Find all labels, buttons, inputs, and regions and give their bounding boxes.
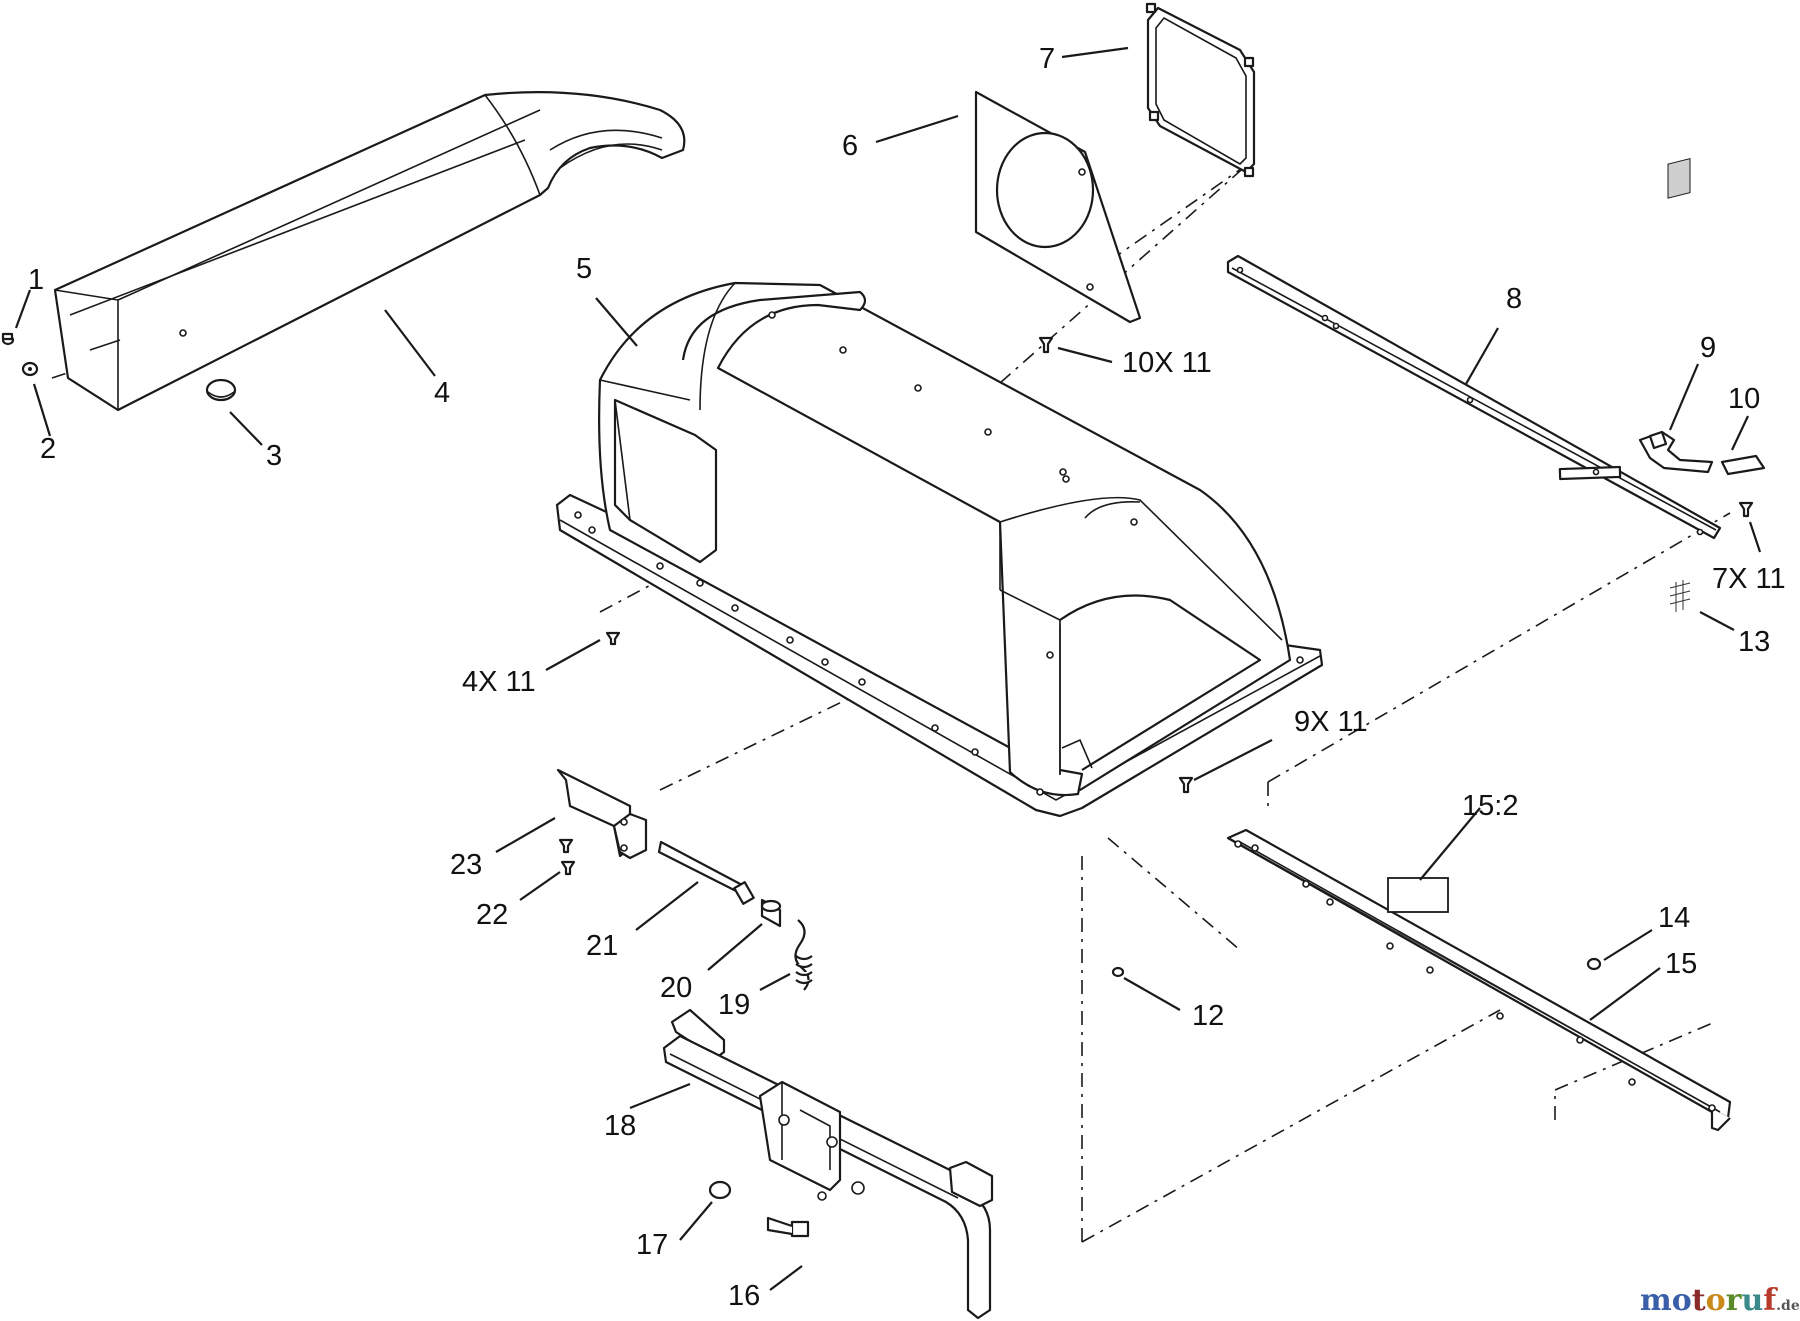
watermark-logo: motoruf.de	[1640, 1283, 1800, 1318]
callout-4: 4	[434, 377, 450, 409]
callout-21: 21	[586, 930, 618, 962]
callout-labels: 1 2 3 4 5 6 7 8 9 10 10X 11 7X 11 13 4X …	[28, 43, 1786, 1312]
callout-2: 2	[40, 433, 56, 465]
callout-8: 8	[1506, 283, 1522, 315]
long-strap	[1226, 254, 1722, 540]
callout-20: 20	[660, 972, 692, 1004]
spring-bracket	[556, 768, 813, 991]
callout-9: 9	[1700, 332, 1716, 364]
chute-hardware	[1, 332, 237, 402]
mount-plate	[974, 90, 1142, 324]
callout-22: 22	[476, 899, 508, 931]
leader-lines	[14, 46, 1762, 1291]
bumper-bar	[662, 1008, 994, 1320]
callout-3: 3	[266, 440, 282, 472]
callout-1: 1	[28, 264, 44, 296]
wm-letter: r	[1726, 1283, 1743, 1318]
callout-6: 6	[842, 130, 858, 162]
wm-letter: o	[1706, 1283, 1726, 1318]
callout-4x11: 4X 11	[462, 666, 536, 698]
callout-13: 13	[1738, 626, 1770, 658]
callout-12: 12	[1192, 1000, 1224, 1032]
svg-text:motoruf.de: motoruf.de	[1640, 1283, 1800, 1318]
callout-18: 18	[604, 1110, 636, 1142]
wm-letter: f	[1763, 1283, 1778, 1318]
wm-letter: t	[1692, 1283, 1706, 1318]
callout-9x11: 9X 11	[1294, 706, 1368, 738]
wm-suffix: .de	[1776, 1298, 1800, 1314]
callout-14: 14	[1658, 902, 1690, 934]
callout-16: 16	[728, 1280, 760, 1312]
gasket	[1145, 2, 1256, 178]
wm-letter: u	[1741, 1283, 1763, 1318]
callout-15: 15	[1665, 948, 1697, 980]
callout-17: 17	[636, 1229, 668, 1261]
callout-5: 5	[576, 253, 592, 285]
main-hood	[555, 281, 1324, 818]
wm-letter: o	[1672, 1283, 1692, 1318]
callout-7: 7	[1039, 43, 1055, 75]
latch	[1638, 430, 1766, 476]
callout-10x11: 10X 11	[1122, 347, 1212, 379]
callout-23: 23	[450, 849, 482, 881]
hood-screws	[558, 336, 1754, 854]
callout-7x11: 7X 11	[1712, 563, 1786, 595]
callout-15-2: 15:2	[1462, 790, 1518, 822]
callout-19: 19	[718, 989, 750, 1021]
lower-rail	[1111, 828, 1732, 1132]
callout-10: 10	[1728, 383, 1760, 415]
mesh-screen	[1667, 158, 1691, 612]
wm-letter: m	[1640, 1283, 1672, 1318]
discharge-chute	[53, 91, 686, 412]
